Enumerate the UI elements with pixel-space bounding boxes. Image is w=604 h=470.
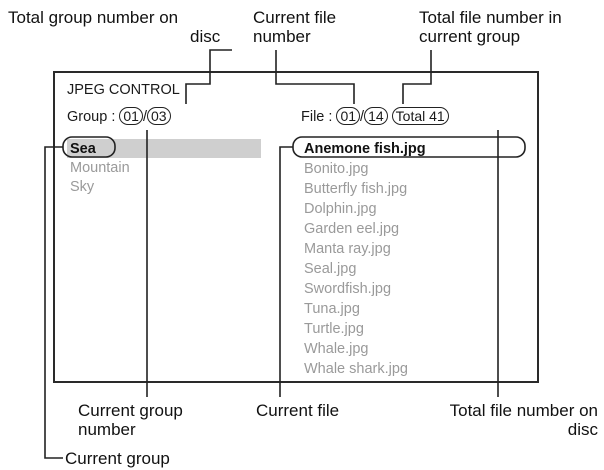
leader-current-file-number xyxy=(275,50,355,104)
group-separator: / xyxy=(142,109,147,125)
file-indicator: File : 01/14 Total 41 xyxy=(301,107,449,126)
leader-current-group xyxy=(44,146,63,459)
callout-text: current group xyxy=(419,27,521,46)
group-list: Sea Mountain Sky xyxy=(70,140,130,196)
file-item[interactable]: Tuna.jpg xyxy=(304,301,360,317)
file-separator: / xyxy=(360,109,365,125)
group-indicator: Group : 01/03 xyxy=(67,107,171,126)
file-item[interactable]: Butterfly fish.jpg xyxy=(304,181,408,197)
callout-total-group-number: Total group number on disc xyxy=(8,8,220,46)
group-item-sea[interactable]: Sea xyxy=(70,141,96,157)
callout-text: Total file number on xyxy=(449,401,598,420)
callout-text: Current group xyxy=(78,401,183,420)
file-item[interactable]: Seal.jpg xyxy=(304,261,357,277)
group-current-bubble: 01 xyxy=(119,107,143,125)
file-item[interactable]: Whale shark.jpg xyxy=(304,361,408,377)
file-item[interactable]: Whale.jpg xyxy=(304,341,369,357)
callout-text: Current file xyxy=(253,8,337,27)
callout-text: Total group number on xyxy=(8,8,179,27)
callout-current-group-number: Current group number xyxy=(78,401,183,439)
file-label: File : xyxy=(301,109,333,125)
group-total-bubble: 03 xyxy=(147,107,171,125)
leader-current-file xyxy=(279,146,293,397)
callout-current-group: Current group xyxy=(65,449,170,468)
group-item-mountain[interactable]: Mountain xyxy=(70,160,130,176)
file-list: Anemone fish.jpg Bonito.jpg Butterfly fi… xyxy=(304,140,426,378)
leader-total-file-group xyxy=(402,50,432,104)
callout-text: disc xyxy=(190,27,221,46)
jpeg-control-screen: JPEG CONTROL Group : 01/03 File : 01/14 … xyxy=(53,71,539,383)
current-group-outline xyxy=(62,136,116,158)
file-item[interactable]: Garden eel.jpg xyxy=(304,221,400,237)
callout-total-file-number-on-disc: Total file number on disc xyxy=(450,401,598,439)
callout-text: number xyxy=(253,27,311,46)
screen-title: JPEG CONTROL xyxy=(67,82,180,98)
group-item-sky[interactable]: Sky xyxy=(70,179,95,195)
file-in-group-bubble: 14 xyxy=(364,107,388,125)
file-item[interactable]: Bonito.jpg xyxy=(304,161,369,177)
callout-text: number xyxy=(78,420,136,439)
callout-current-file-number: Current file number xyxy=(253,8,336,46)
current-file-outline xyxy=(292,136,526,158)
leader-total-group xyxy=(185,49,232,104)
callout-text: Total file number in xyxy=(419,8,562,27)
file-item[interactable]: Anemone fish.jpg xyxy=(304,141,426,157)
file-item[interactable]: Turtle.jpg xyxy=(304,321,364,337)
callout-current-file: Current file xyxy=(256,401,339,420)
group-label: Group : xyxy=(67,109,116,125)
file-item[interactable]: Dolphin.jpg xyxy=(304,201,377,217)
callout-text: disc xyxy=(567,420,598,439)
callout-text: Current group xyxy=(65,449,170,468)
callout-text: Current file xyxy=(256,401,340,420)
file-current-bubble: 01 xyxy=(336,107,361,125)
file-item[interactable]: Manta ray.jpg xyxy=(304,241,391,257)
callout-total-file-number-in-group: Total file number in current group xyxy=(419,8,562,46)
file-total-bubble: Total 41 xyxy=(391,107,449,125)
file-item[interactable]: Swordfish.jpg xyxy=(304,281,392,297)
